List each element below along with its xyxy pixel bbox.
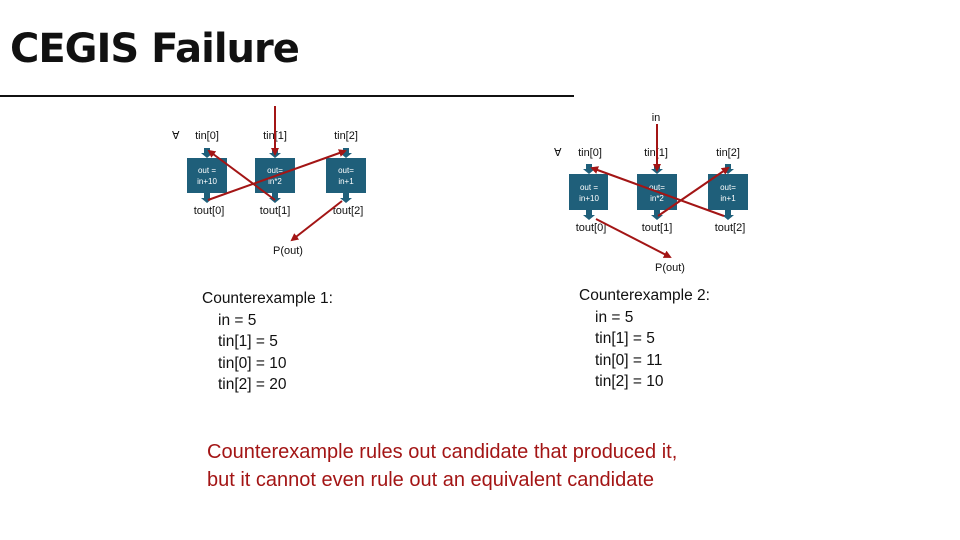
label-tout-0: tout[0] [194,205,225,217]
label-property: P(out) [273,245,303,257]
box-0-line2: in+10 [579,194,599,203]
box-2-line1: out= [338,166,354,175]
connector-arrow-icon [583,210,595,220]
label-tin-2: tin[2] [334,130,358,142]
conclusion-note: Counterexample rules out candidate that … [207,438,677,494]
label-tout-2: tout[2] [715,222,746,234]
box-1-line2: in*2 [650,194,664,203]
connector-arrow-icon [340,193,352,203]
counterexample-1-line: in = 5 [218,311,257,329]
component-box-2 [708,174,748,210]
box-2-line2: in+1 [338,177,354,186]
wire-tout2-to-tin0 [590,166,725,217]
forall-symbol: ∀ [554,147,562,159]
counterexample-2-line: tin[0] = 11 [595,351,663,369]
box-0-line1: out = [198,166,216,175]
conclusion-line-1: Counterexample rules out candidate that … [207,441,678,463]
box-1-line2: in*2 [268,177,282,186]
diagram-1: ∀ tin[0] tin[1] tin[2] out = in+10 out= … [172,106,366,257]
component-box-0 [187,158,227,193]
box-0-line2: in+10 [197,177,217,186]
label-tout-0: tout[0] [576,222,607,234]
connector-arrow-icon [722,210,734,220]
wire-tout0-to-property [595,218,672,258]
box-1-line1: out= [267,166,283,175]
counterexample-2-heading: Counterexample 2: [579,287,710,304]
label-tin-0: tin[0] [578,147,602,159]
connector-arrow-icon [651,210,663,220]
forall-symbol: ∀ [172,130,180,142]
label-tout-2: tout[2] [333,205,364,217]
component-box-2 [326,158,366,193]
counterexample-1-line: tin[1] = 5 [218,333,278,350]
label-tin-2: tin[2] [716,147,740,159]
output-connectors [201,193,352,203]
box-1-line1: out= [649,183,665,192]
slide-title: CEGIS Failure [10,26,300,72]
output-connectors [583,210,734,220]
counterexample-1: Counterexample 1: in = 5 tin[1] = 5 tin[… [202,288,333,396]
diagram-2: in ∀ tin[0] tin[1] tin[2] out = in+10 ou… [554,112,748,274]
counterexample-1-line: tin[2] = 20 [218,376,287,393]
title-divider [0,95,574,97]
counterexample-1-heading: Counterexample 1: [202,290,333,307]
label-property: P(out) [655,262,685,274]
connector-arrow-icon [269,193,281,203]
box-2-line2: in+1 [720,194,736,203]
connector-arrow-icon [201,193,213,203]
wire-tout1-to-tin0 [207,149,276,201]
conclusion-line-2: but it cannot even rule out an equivalen… [207,469,654,491]
wire-tout2-to-property [290,200,343,242]
component-box-0 [569,174,608,210]
label-tout-1: tout[1] [260,205,291,217]
counterexample-2: Counterexample 2: in = 5 tin[1] = 5 tin[… [579,285,710,393]
counterexample-2-line: in = 5 [595,308,634,326]
counterexample-1-line: tin[0] = 10 [218,354,287,372]
label-in: in [652,112,661,124]
label-tout-1: tout[1] [642,222,673,234]
counterexample-2-line: tin[2] = 10 [595,373,664,390]
box-2-line1: out= [720,183,736,192]
wire-tout1-to-tin2 [657,166,730,217]
box-0-line1: out = [580,183,598,192]
counterexample-2-line: tin[1] = 5 [595,330,655,347]
label-tin-0: tin[0] [195,130,219,142]
wire-tout0-to-tin2 [207,149,347,201]
